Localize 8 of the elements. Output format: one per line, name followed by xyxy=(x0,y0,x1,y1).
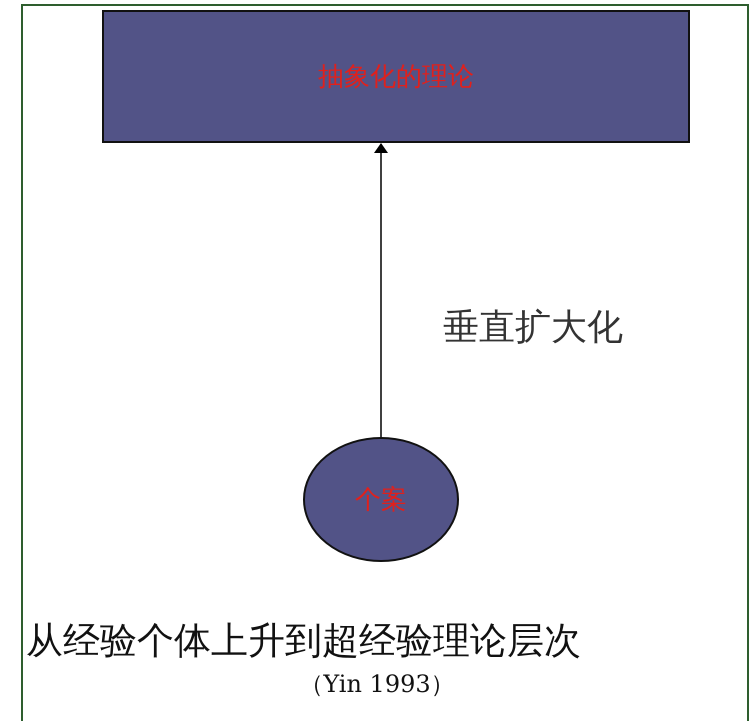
citation: （Yin 1993） xyxy=(298,669,456,700)
theory-box xyxy=(102,10,690,143)
case-circle xyxy=(303,437,459,562)
node-label: 抽象化的理论 xyxy=(318,61,474,94)
edge-label: 垂直扩大化 xyxy=(443,306,623,350)
node-label: 个案 xyxy=(355,484,407,517)
arrow xyxy=(374,143,388,437)
caption: 从经验个体上升到超经验理论层次 xyxy=(26,618,581,664)
